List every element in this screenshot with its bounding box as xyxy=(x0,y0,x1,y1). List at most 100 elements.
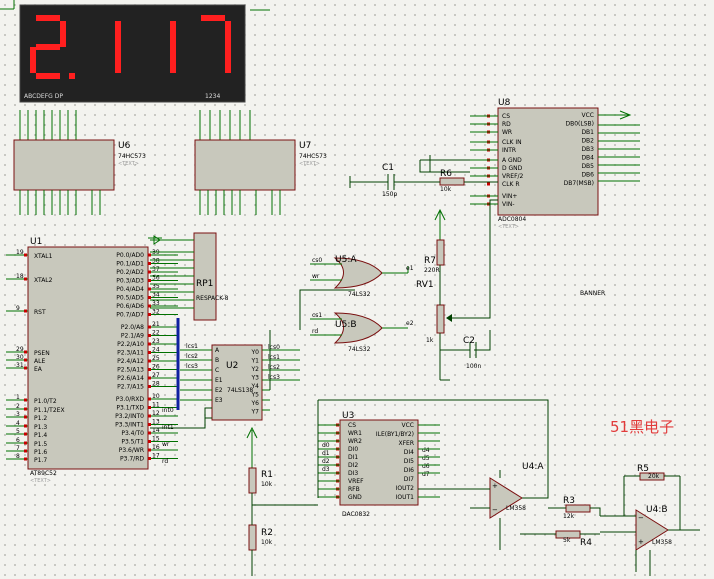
r1-value: 10k xyxy=(261,481,273,488)
r7-value: 220R xyxy=(424,267,440,274)
pin-dot xyxy=(148,279,151,282)
seven-segment-display[interactable]: ABCDEFG DP 1234 xyxy=(19,4,246,103)
u1-right-pin-num: 10 xyxy=(152,393,160,400)
latch-u6[interactable]: U6 74HC573 <TEXT> xyxy=(13,139,146,215)
u2-part: 74LS138 xyxy=(227,387,253,394)
u8-left-pin-label: VIN+ xyxy=(502,193,517,200)
u1-right-pin-num: 14 xyxy=(152,427,160,434)
r3-ref: R3 xyxy=(563,496,575,506)
svg-text:+: + xyxy=(492,482,498,490)
svg-text:+: + xyxy=(638,538,644,546)
u8-right-pin-label: DB2 xyxy=(581,138,594,145)
capacitor-c2[interactable]: C2 100n xyxy=(440,336,490,381)
c2-ref: C2 xyxy=(463,336,475,346)
opamp-u4b[interactable]: − + U4:B LM358 xyxy=(600,476,700,576)
resistor-r6[interactable]: R6 10k xyxy=(420,169,498,193)
pin-dot xyxy=(148,457,151,460)
pin-dot xyxy=(487,182,490,186)
u1-left-pin-label: RST xyxy=(34,309,46,316)
u5b-part: 74LS32 xyxy=(348,346,371,353)
u8-right-pin-label: DB1 xyxy=(581,129,594,136)
gate-in-net-label: rd xyxy=(312,328,318,335)
resistor-r7[interactable]: R7 220R xyxy=(424,208,446,274)
resistor-r3[interactable]: R3 12k xyxy=(548,496,601,520)
resistor-r1[interactable]: R1 10k xyxy=(246,426,273,494)
opamp-u4a[interactable]: + − U4:A LM358 xyxy=(450,462,549,550)
capacitor-c1[interactable]: C1 150p xyxy=(349,163,420,198)
pin-dot xyxy=(148,253,151,257)
display-bus-wires xyxy=(0,0,270,140)
u8-right-pin-label: DB7(MSB) xyxy=(564,180,594,187)
pin-dot xyxy=(148,325,151,329)
u1-right-pin-num: 32 xyxy=(152,309,160,316)
u1-right-pin-label: P0.1/AD1 xyxy=(116,261,144,268)
u3-right-net-label: d5 xyxy=(422,455,430,462)
u5b-ref: U5:B xyxy=(335,320,357,330)
pin-dot xyxy=(148,397,151,401)
u8-right-pin-label: DB0(LSB) xyxy=(565,121,594,128)
rv1-value: 1k xyxy=(426,337,434,344)
u4b-part: LM358 xyxy=(652,539,672,546)
r6-ref: R6 xyxy=(440,169,452,179)
u3-right-pin-label: IOUT2 xyxy=(396,485,415,492)
svg-text:−: − xyxy=(638,514,644,522)
or-gate-u5a[interactable]: U5:A 74LS32 xyxy=(310,255,409,298)
or-gate-u5b[interactable]: U5:B 74LS32 xyxy=(310,312,408,353)
u2-right-pin-label: Y7 xyxy=(251,409,260,416)
dac-u3[interactable]: U3 DAC0832 CSWR1WR2DI0DI1DI2DI3VREFRFBGN… xyxy=(317,399,549,518)
u2-out-net-label: lcs1 xyxy=(268,354,280,361)
resistor-r4[interactable]: R4 5k xyxy=(520,530,600,548)
r3-value: 12k xyxy=(563,513,575,520)
u1-right-pin-label: P2.7/A15 xyxy=(117,384,144,391)
u1-right-pin-label: P0.5/AD5 xyxy=(116,295,144,302)
u3-right-pin-label: ILE(BY1/BY2) xyxy=(376,431,414,438)
pin-dot xyxy=(148,406,151,409)
decoder-u2[interactable]: U2 74LS138 ABCE1E2E3Y0Y1Y2Y3Y4Y5Y6Y7lcs0… xyxy=(180,343,300,421)
u3-left-pin-label: VREF xyxy=(348,478,364,485)
u1-right-pin-num: 27 xyxy=(152,372,160,379)
r4-value: 5k xyxy=(563,537,571,544)
resistor-r2[interactable]: R2 10k xyxy=(248,493,318,576)
pin-dot xyxy=(148,440,151,443)
u1-right-pin-num: 11 xyxy=(152,402,160,409)
u1-left-pin-num: 4 xyxy=(16,420,20,427)
resistor-r5[interactable]: R5 20k xyxy=(624,464,680,481)
u2-right-pin-label: Y4 xyxy=(251,383,260,390)
u1-left-pin-label: ALE xyxy=(34,358,45,365)
u1-left-pin-num: 2 xyxy=(16,403,20,410)
mcu-u1[interactable]: U1 AT89C52 <TEXT> XTAL119XTAL218RST9PSEN… xyxy=(6,237,178,484)
u8-left-pin-label: A GND xyxy=(502,157,522,164)
c1-ref: C1 xyxy=(382,163,394,173)
u1-left-pin-label: PSEN xyxy=(34,350,50,357)
latch-u7[interactable]: U7 74HC573 <TEXT> xyxy=(194,139,327,215)
u3-right-net-label: d6 xyxy=(422,463,430,470)
u1-right-pin-num: 24 xyxy=(152,347,160,354)
u1-left-pin-num: 7 xyxy=(16,445,20,452)
u1-left-pin-label: P1.6 xyxy=(34,449,47,456)
segment-c xyxy=(115,47,121,73)
u1-left-pin-label: P1.4 xyxy=(34,432,47,439)
u1-left-pin-label: XTAL1 xyxy=(34,253,53,260)
u3-left-pin-label: DI0 xyxy=(348,446,358,453)
digit-2 xyxy=(115,21,121,73)
u1-right-pin-label: P2.1/A9 xyxy=(121,333,144,340)
u8-part: ADC0804 xyxy=(498,216,526,223)
u2-left-pin-label: E3 xyxy=(215,397,223,404)
u1-left-pin-num: 6 xyxy=(16,437,20,444)
u4b-ref: U4:B xyxy=(646,505,668,515)
u1-left-pin-label: P1.5 xyxy=(34,441,47,448)
u3-right-net-label: d4 xyxy=(422,447,430,454)
u2-right-pin-label: Y1 xyxy=(251,358,260,365)
resistor-pack-rp1[interactable]: RP1 RESPACK-8 xyxy=(148,232,229,321)
u3-ref: U3 xyxy=(342,411,354,421)
segment-b xyxy=(60,21,66,47)
u2-left-pin-label: E2 xyxy=(215,387,223,394)
u8-ref: U8 xyxy=(498,98,511,108)
u3-left-pin-label: DI1 xyxy=(348,454,358,461)
segment-dp xyxy=(69,73,75,79)
pin-dot xyxy=(148,270,151,274)
potentiometer-rv1[interactable]: RV1 1k xyxy=(416,199,498,380)
pin-dot xyxy=(24,358,27,362)
